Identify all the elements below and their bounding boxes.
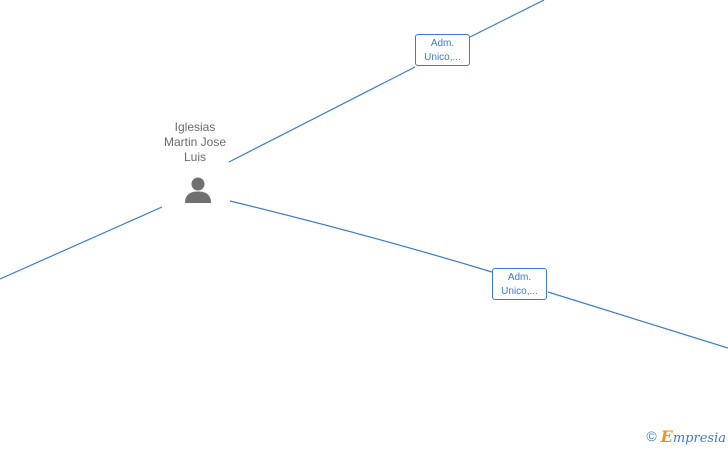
- person-icon[interactable]: [183, 175, 213, 205]
- brand-rest: mpresia: [672, 430, 726, 446]
- brand-logo: Empresia: [661, 427, 726, 446]
- edge-role-1-to-offscreen: [469, 0, 545, 38]
- role-box-adm-unico-2[interactable]: Adm. Unico,...: [492, 268, 547, 300]
- role-label-line2: Unico,...: [501, 286, 538, 297]
- brand-watermark: © Empresia: [646, 426, 726, 446]
- edge-offscreen-to-person: [0, 206, 163, 280]
- edge-person-to-role-1: [228, 66, 416, 163]
- person-name[interactable]: Iglesias Martin Jose Luis: [163, 120, 227, 164]
- copyright-icon: ©: [646, 428, 657, 444]
- role-box-adm-unico-1[interactable]: Adm. Unico,...: [415, 34, 470, 66]
- role-label-line1: Adm.: [507, 272, 532, 283]
- brand-initial: E: [660, 426, 673, 446]
- role-label-line2: Unico,...: [424, 52, 461, 63]
- edge-person-to-role-2: [229, 200, 493, 273]
- role-label-line1: Adm.: [430, 38, 455, 49]
- edge-role-2-to-offscreen: [547, 291, 728, 349]
